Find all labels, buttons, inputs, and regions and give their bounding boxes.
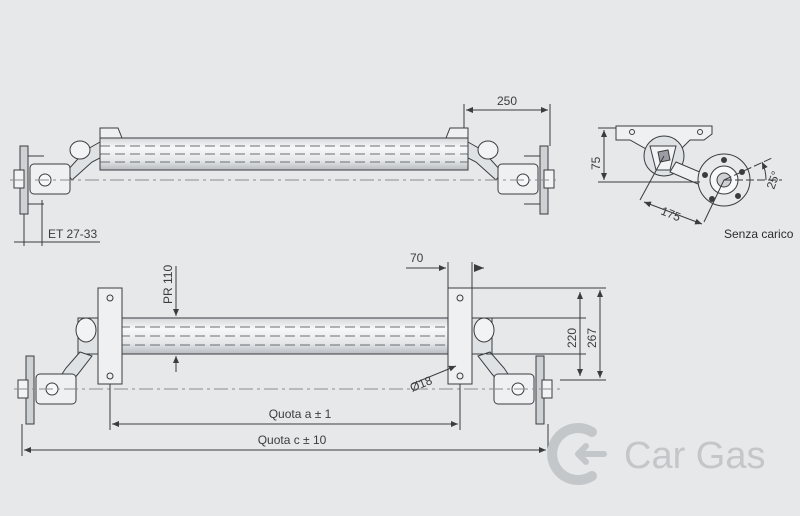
dim-et	[14, 200, 100, 246]
dim-75	[598, 127, 700, 183]
cargas-logo-mark	[547, 423, 597, 485]
dim-pr-label: PR 110	[161, 265, 175, 304]
cargas-logo: Car Gas	[547, 423, 765, 485]
dim-267-label: 267	[585, 328, 599, 348]
right-mounting-bracket	[447, 287, 473, 385]
side-view	[615, 125, 782, 207]
dim-175	[639, 155, 725, 225]
dim-250-label: 250	[497, 94, 517, 108]
bottom-axle-view	[14, 287, 560, 425]
dim-angle-label: 25°	[764, 169, 783, 191]
dim-220-label: 220	[565, 328, 579, 348]
dim-diameter-leader	[411, 365, 457, 385]
dim-250	[463, 104, 551, 146]
dim-quota-c-label: Quota c ± 10	[258, 433, 327, 447]
dim-70-label: 70	[410, 251, 424, 265]
dim-175-label: 175	[659, 204, 683, 225]
dim-quota-a	[109, 384, 461, 430]
dim-75-label: 75	[589, 156, 603, 170]
no-load-label: Senza carico	[724, 227, 794, 241]
top-axle-view	[10, 127, 560, 215]
dim-et-label: ET 27-33	[48, 227, 97, 241]
dim-quota-a-label: Quota a ± 1	[269, 407, 332, 421]
brand-name: Car Gas	[624, 435, 765, 477]
left-mounting-bracket	[97, 287, 123, 385]
dim-70	[406, 262, 484, 288]
dim-heights	[472, 287, 606, 381]
